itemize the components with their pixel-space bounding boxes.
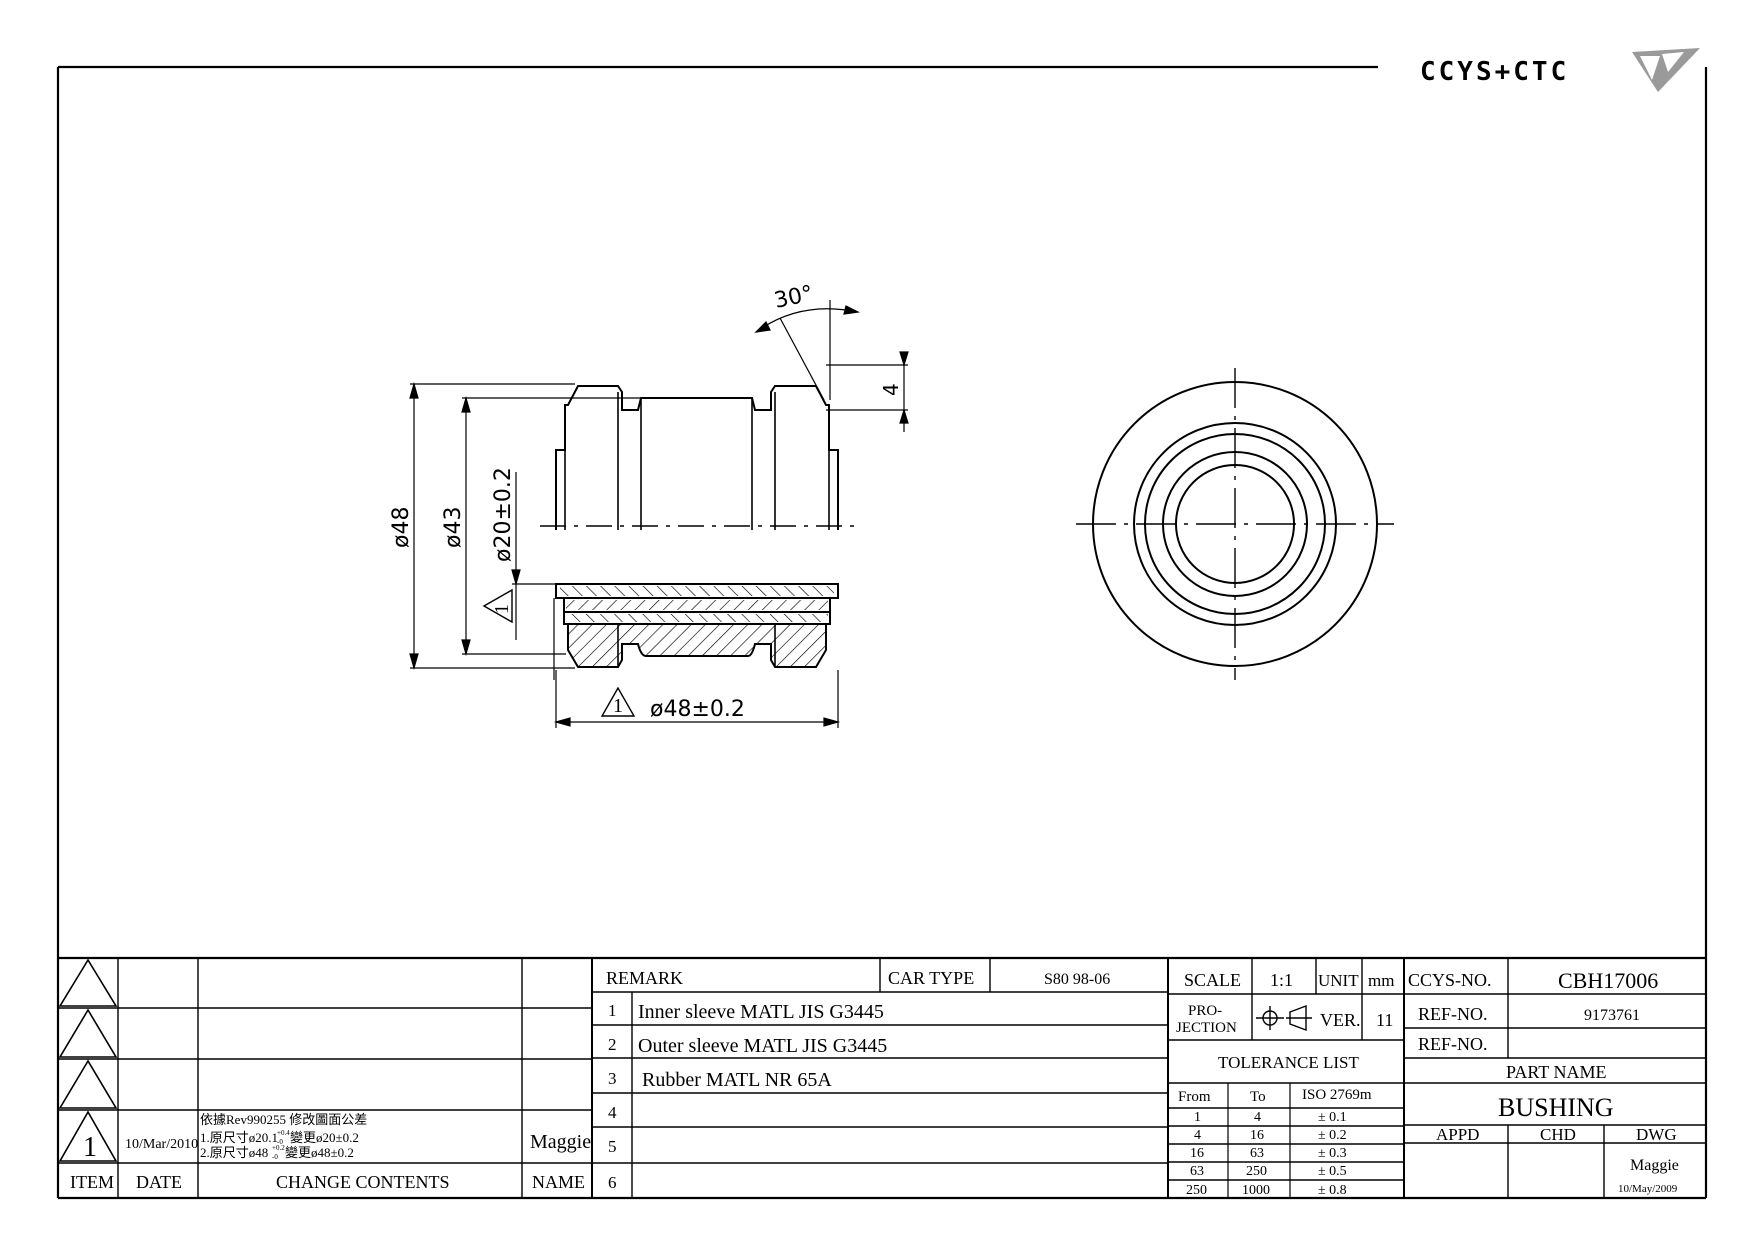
dwg-name: Maggie — [1630, 1157, 1679, 1174]
ver-label: VER. — [1320, 1010, 1361, 1030]
title-block-grid — [58, 956, 1706, 1198]
svg-text:-0: -0 — [272, 1153, 278, 1161]
tolerance-from: 4 — [1194, 1128, 1201, 1143]
dim-angle: 30° — [772, 281, 815, 314]
ccys-no-value: CBH17006 — [1558, 968, 1658, 993]
logo-text: CCYS+CTC — [1420, 57, 1569, 87]
ccys-no-label: CCYS-NO. — [1408, 970, 1492, 990]
remark-row-no: 4 — [608, 1103, 617, 1122]
projection-label: JECTION — [1176, 1020, 1237, 1036]
rev-entry-date: 10/Mar/2010 — [125, 1137, 198, 1152]
dwg-date: 10/May/2009 — [1618, 1183, 1678, 1195]
tolerance-value: ± 0.3 — [1318, 1146, 1347, 1161]
ref-no-value: 9173761 — [1584, 1007, 1640, 1024]
projection-label: PRO- — [1188, 1003, 1222, 1019]
revision-triangles — [58, 958, 118, 1162]
remark-row-no: 2 — [608, 1035, 617, 1054]
revision-triangle-marker-left: 1 — [482, 588, 513, 624]
scale-value: 1:1 — [1270, 970, 1293, 990]
dim-groove-depth: 4 — [879, 383, 903, 396]
bushing-end-view — [1076, 368, 1394, 680]
tolerance-value: ± 0.5 — [1318, 1164, 1347, 1179]
tolerance-header-from: From — [1178, 1089, 1211, 1105]
tolerance-list: TOLERANCE LIST From To ISO 2769m 1 4 ± 0… — [1178, 1053, 1372, 1198]
svg-text:+0.4: +0.4 — [277, 1129, 290, 1137]
svg-text:2.原尺寸ø48: 2.原尺寸ø48 — [200, 1145, 268, 1160]
dim-outer-diameter: ø48 — [389, 507, 414, 548]
svg-text:-0: -0 — [277, 1138, 283, 1146]
remark-row-no: 5 — [608, 1137, 617, 1156]
tolerance-value: ± 0.2 — [1318, 1128, 1347, 1143]
ver-value: 11 — [1376, 1010, 1393, 1030]
rev-entry-name: Maggie — [530, 1131, 591, 1153]
car-type-label: CAR TYPE — [888, 968, 974, 988]
remark-row-no: 3 — [608, 1069, 617, 1088]
dim-overall-width: ø48±0.2 — [650, 697, 745, 722]
tolerance-from: 1 — [1194, 1110, 1201, 1125]
remark-row-text: Outer sleeve MATL JIS G3445 — [638, 1035, 887, 1057]
svg-text:1: 1 — [491, 604, 513, 614]
car-type-value: S80 98-06 — [1044, 971, 1110, 988]
drawing-border — [56, 65, 1708, 1200]
scale-block: SCALE 1:1 UNIT mm PRO- JECTION VER. 11 — [1176, 970, 1394, 1036]
dwg-label: DWG — [1636, 1125, 1677, 1144]
section-dimensions — [409, 300, 909, 728]
ref-no2-label: REF-NO. — [1418, 1034, 1488, 1054]
svg-text:1: 1 — [613, 695, 623, 717]
remark-row-no: 1 — [608, 1001, 617, 1020]
rubber-section-lower — [567, 623, 827, 668]
svg-text:1.原尺寸ø20.1: 1.原尺寸ø20.1 — [200, 1130, 278, 1145]
tolerance-header-to: To — [1250, 1089, 1266, 1105]
rev-header-contents: CHANGE CONTENTS — [276, 1172, 450, 1192]
tolerance-from: 250 — [1186, 1183, 1207, 1198]
section-dimension-labels: ø48 ø43 ø20±0.2 ø48±0.2 4 30° 1 1 — [389, 281, 903, 722]
part-name-label: PART NAME — [1506, 1062, 1606, 1082]
remark-row-no: 6 — [608, 1173, 617, 1192]
remark-row-text: Rubber MATL NR 65A — [642, 1069, 832, 1091]
rev-entry-item: 1 — [83, 1132, 97, 1163]
company-logo: CCYS+CTC — [1420, 48, 1700, 92]
rev-header-name: NAME — [532, 1172, 585, 1192]
tolerance-to: 63 — [1250, 1146, 1264, 1161]
rev-entry-line3: 2.原尺寸ø48 +0.2 -0 變更ø48±0.2 — [200, 1144, 354, 1161]
title-block: CCYS-NO. CBH17006 REF-NO. 9173761 REF-NO… — [1408, 968, 1679, 1195]
scale-label: SCALE — [1184, 970, 1241, 990]
dim-mid-diameter: ø43 — [441, 507, 466, 548]
tolerance-value: ± 0.8 — [1318, 1183, 1347, 1198]
tolerance-from: 63 — [1190, 1164, 1204, 1179]
tolerance-header-iso: ISO 2769m — [1302, 1087, 1372, 1103]
unit-label: UNIT — [1318, 971, 1359, 990]
svg-text:變更ø20±0.2: 變更ø20±0.2 — [290, 1130, 359, 1145]
svg-text:變更ø48±0.2: 變更ø48±0.2 — [285, 1145, 354, 1160]
chd-label: CHD — [1540, 1125, 1576, 1144]
revision-triangle-marker-bottom: 1 — [600, 686, 636, 717]
tolerance-to: 4 — [1254, 1110, 1261, 1125]
bushing-section-view — [540, 385, 855, 668]
remark-label: REMARK — [606, 968, 683, 988]
outer-sleeve-outline-upper — [555, 385, 839, 530]
tolerance-to: 250 — [1246, 1164, 1267, 1179]
revision-table: 1 10/Mar/2010 依據Rev990255 修改圖面公差 1.原尺寸ø2… — [70, 1112, 591, 1192]
tolerance-to: 1000 — [1242, 1183, 1270, 1198]
ref-no-label: REF-NO. — [1418, 1004, 1488, 1024]
rev-header-date: DATE — [136, 1172, 182, 1192]
rev-entry-line2: 1.原尺寸ø20.1 +0.4 -0 變更ø20±0.2 — [200, 1129, 359, 1146]
rev-entry-line1: 依據Rev990255 修改圖面公差 — [200, 1112, 367, 1127]
unit-value: mm — [1368, 971, 1394, 990]
remark-row-text: Inner sleeve MATL JIS G3445 — [638, 1001, 884, 1023]
rev-header-item: ITEM — [70, 1172, 114, 1192]
dim-inner-diameter: ø20±0.2 — [491, 467, 516, 562]
tolerance-to: 16 — [1250, 1128, 1264, 1143]
tolerance-value: ± 0.1 — [1318, 1110, 1347, 1125]
third-angle-projection-icon — [1256, 1004, 1312, 1032]
remark-table: REMARK CAR TYPE S80 98-06 1 Inner sleeve… — [606, 968, 1110, 1192]
appd-label: APPD — [1436, 1125, 1479, 1144]
logo-emblem-icon — [1632, 48, 1700, 92]
part-name-value: BUSHING — [1498, 1093, 1614, 1122]
svg-text:+0.2: +0.2 — [272, 1144, 285, 1152]
tolerance-title: TOLERANCE LIST — [1218, 1053, 1359, 1072]
tolerance-from: 16 — [1190, 1146, 1204, 1161]
